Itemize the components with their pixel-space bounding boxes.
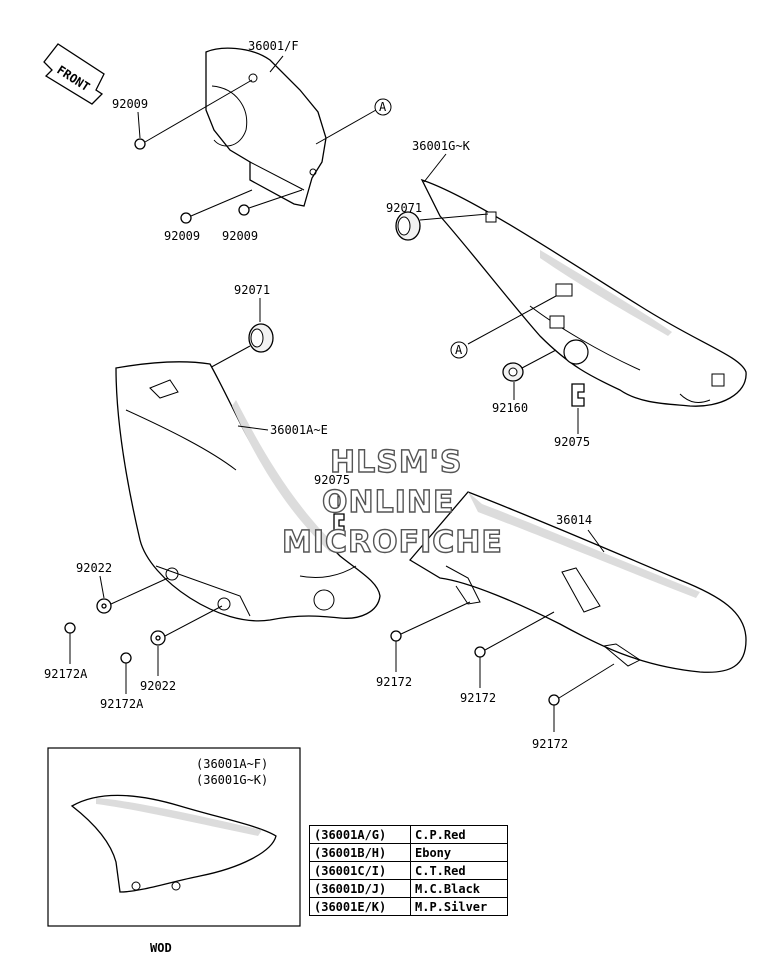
washer-92022-bottom <box>150 605 223 646</box>
label-92071-a: 92071 <box>386 201 422 215</box>
label-92160: 92160 <box>492 401 528 415</box>
screw-92172A-right <box>120 652 132 694</box>
label-92075-a: 92075 <box>554 435 590 449</box>
grommet-92071-right <box>395 211 489 241</box>
label-92022-a: 92022 <box>76 561 112 575</box>
ref-a-top: A <box>379 100 387 114</box>
table-cell-color: Ebony <box>410 843 508 862</box>
table-cell-code: (36001E/K) <box>309 897 411 916</box>
table-cell-code: (36001A/G) <box>309 825 411 844</box>
inset-line2: (36001G~K) <box>196 773 268 787</box>
grommet-92071-left <box>205 323 274 371</box>
screw-92172-left <box>390 601 471 672</box>
table-cell-color: M.C.Black <box>410 879 508 898</box>
table-cell-code: (36001B/H) <box>309 843 411 862</box>
watermark-line3: MICROFICHE <box>282 525 503 560</box>
table-row: (36001E/K) M.P.Silver <box>309 897 508 916</box>
table-cell-code: (36001C/I) <box>309 861 411 880</box>
ref-a-side: A <box>455 343 463 357</box>
label-92009-b: 92009 <box>164 229 200 243</box>
table-cell-color: M.P.Silver <box>410 897 508 916</box>
color-table: (36001A/G) C.P.Red (36001B/H) Ebony (360… <box>309 825 508 916</box>
label-92172A-b: 92172A <box>100 697 144 711</box>
label-92172-a: 92172 <box>376 675 412 689</box>
side-cover-left-part <box>115 361 381 622</box>
label-92172A-a: 92172A <box>44 667 88 681</box>
label-36001GK: 36001G~K <box>412 139 471 153</box>
table-row: (36001A/G) C.P.Red <box>309 825 508 844</box>
label-36001F: 36001/F <box>248 39 299 53</box>
label-92009-c: 92009 <box>222 229 258 243</box>
inset-box: (36001A~F) (36001G~K) <box>47 747 301 927</box>
chain-guard-part <box>409 491 747 673</box>
front-arrow-icon: FRONT <box>43 43 105 105</box>
table-cell-color: C.T.Red <box>410 861 508 880</box>
screw-92172-right <box>548 663 615 732</box>
label-92022-b: 92022 <box>140 679 176 693</box>
inset-cover-part <box>70 794 277 893</box>
label-36001AE: 36001A~E <box>270 423 328 437</box>
watermark: HLSM'S ONLINE MICROFICHE <box>281 444 503 560</box>
screw-92009-bottom-left <box>180 189 253 224</box>
screw-92009-bottom-mid <box>238 189 303 216</box>
table-row: (36001C/I) C.T.Red <box>309 861 508 880</box>
label-36014: 36014 <box>556 513 592 527</box>
side-cover-right-part <box>420 178 747 407</box>
clip-92075-right <box>571 383 585 407</box>
label-92071-b: 92071 <box>234 283 270 297</box>
inset-caption: WOD <box>150 941 172 955</box>
collar-92160 <box>502 349 557 382</box>
sprocket-cover-part <box>205 47 327 207</box>
screw-92172-mid <box>474 611 555 688</box>
watermark-line1: HLSM'S <box>330 445 462 480</box>
label-92009-a: 92009 <box>112 97 148 111</box>
label-92075-b: 92075 <box>314 473 350 487</box>
screw-92172A-left <box>64 622 76 664</box>
label-92172-c: 92172 <box>532 737 568 751</box>
washer-92022-top <box>96 577 169 614</box>
inset-line1: (36001A~F) <box>196 757 268 771</box>
table-row: (36001B/H) Ebony <box>309 843 508 862</box>
watermark-line2: ONLINE <box>322 485 455 520</box>
table-cell-color: C.P.Red <box>410 825 508 844</box>
table-cell-code: (36001D/J) <box>309 879 411 898</box>
screw-92009-left <box>134 79 253 150</box>
label-92172-b: 92172 <box>460 691 496 705</box>
table-row: (36001D/J) M.C.Black <box>309 879 508 898</box>
